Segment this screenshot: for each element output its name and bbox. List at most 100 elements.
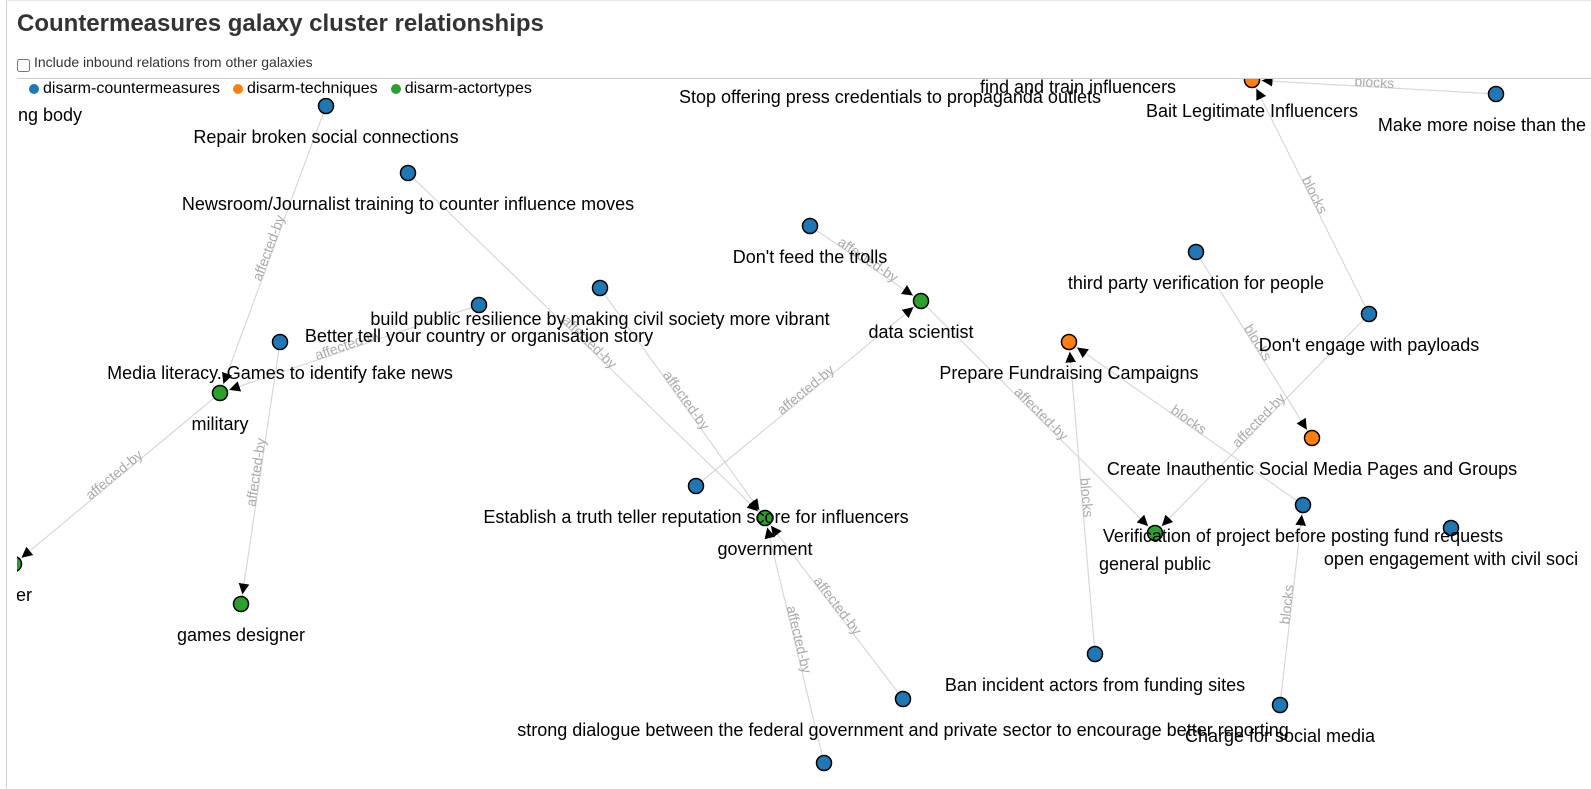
edge-label: blocks: [1299, 173, 1331, 216]
labels-layer: Repair broken social connectionsNewsroom…: [17, 79, 1591, 746]
edge-label: affected-by: [784, 604, 816, 675]
graph-node-technique[interactable]: [1303, 429, 1321, 447]
edge-a1-a4: [920, 300, 1156, 534]
graph-node-technique[interactable]: [1243, 79, 1261, 89]
node-label: government: [717, 539, 812, 559]
legend-item-countermeasures: disarm-countermeasures: [29, 80, 220, 98]
graph-node-countermeasure[interactable]: [1487, 85, 1505, 103]
node-label: find and train influencers: [980, 79, 1176, 97]
node-label: Repair broken social connections: [193, 127, 458, 147]
graph-node-actortype[interactable]: [211, 384, 229, 402]
node-label: open engagement with civil soci: [1324, 549, 1578, 569]
edge-a2-a6: [17, 392, 221, 563]
legend-dot-techniques: [232, 84, 243, 94]
graph-node-countermeasure[interactable]: [801, 217, 819, 235]
node-label: Don't feed the trolls: [733, 247, 888, 267]
node-label: Ban incident actors from funding sites: [945, 675, 1245, 695]
edge-label: blocks: [1354, 79, 1395, 91]
graph-node-actortype[interactable]: [1146, 524, 1164, 542]
graph-node-actortype[interactable]: [17, 556, 23, 572]
legend-dot-actortypes: [390, 84, 401, 94]
edge-label: affected-by: [249, 213, 288, 283]
graph-node-countermeasure[interactable]: [1294, 496, 1312, 514]
page-title: Countermeasures galaxy cluster relations…: [17, 10, 544, 37]
graph-node-countermeasure[interactable]: [1360, 305, 1378, 323]
legend-label-countermeasures: disarm-countermeasures: [43, 80, 220, 97]
graph-node-countermeasure[interactable]: [591, 279, 609, 297]
edge-c13-t2: [1065, 341, 1096, 655]
node-label: Don't engage with payloads: [1259, 335, 1480, 355]
edge-c10-a1: [695, 300, 922, 487]
node-label: Bait Legitimate Influencers: [1146, 101, 1358, 121]
edge-c4-a3: [599, 287, 766, 519]
node-label: Verification of project before posting f…: [1103, 526, 1503, 546]
legend-item-techniques: disarm-techniques: [232, 80, 378, 98]
edge-c3-a1: [809, 225, 922, 302]
graph-node-countermeasure[interactable]: [470, 296, 488, 314]
node-label: Prepare Fundraising Campaigns: [939, 363, 1198, 383]
edge-label: blocks: [1168, 401, 1210, 437]
node-label: build public resilience by making civil …: [370, 309, 829, 329]
edge-c5-a2: [219, 304, 480, 394]
relationship-graph[interactable]: affected-byaffected-byaffected-byaffecte…: [17, 79, 1591, 789]
graph-node-countermeasure[interactable]: [399, 164, 417, 182]
node-label: Create Inauthentic Social Media Pages an…: [1107, 459, 1517, 479]
node-label: Establish a truth teller reputation scor…: [483, 507, 908, 527]
edge-label: blocks: [1077, 477, 1096, 518]
graph-node-countermeasure[interactable]: [815, 754, 833, 772]
graph-node-countermeasure[interactable]: [1086, 645, 1104, 663]
node-label: Make more noise than the dis: [1378, 115, 1591, 135]
page-left-border: [6, 0, 7, 788]
graph-node-countermeasure[interactable]: [317, 97, 335, 115]
edge-label: affected-by: [243, 437, 269, 508]
edge-c11-t2: [1068, 341, 1304, 506]
graph-node-technique[interactable]: [1060, 333, 1078, 351]
edge-label: affected-by: [660, 367, 713, 432]
graph-node-countermeasure[interactable]: [1187, 243, 1205, 261]
edge-c8-t1: [1251, 79, 1370, 315]
graph-node-countermeasure[interactable]: [271, 333, 289, 351]
edge-c16-a3: [764, 517, 825, 764]
node-label: Media literacy. Games to identify fake n…: [107, 363, 453, 383]
graph-legend: disarm-countermeasures disarm-techniques…: [29, 80, 549, 98]
legend-dot-countermeasures: [29, 84, 39, 94]
edge-label: blocks: [1276, 584, 1296, 625]
node-label: third party verification for people: [1068, 273, 1324, 293]
node-label: Stop offering press credentials to propa…: [679, 87, 1101, 107]
legend-label-techniques: disarm-techniques: [246, 80, 378, 97]
inbound-relations-label: Include inbound relations from other gal…: [34, 54, 313, 70]
node-label: military: [192, 414, 249, 434]
graph-node-countermeasure[interactable]: [894, 690, 912, 708]
graph-node-countermeasure[interactable]: [1271, 696, 1289, 714]
graph-node-actortype[interactable]: [232, 595, 250, 613]
node-label: data scientist: [868, 322, 973, 342]
edge-c9-t1: [1251, 79, 1497, 95]
legend-label-actortypes: disarm-actortypes: [404, 80, 532, 97]
edge-c15-c11: [1279, 504, 1307, 706]
node-label: general public: [1099, 554, 1211, 574]
edge-label: affected-by: [1229, 390, 1289, 451]
edge-c2-a3: [407, 172, 766, 519]
edge-label: affected-by: [811, 573, 866, 638]
graph-node-countermeasure[interactable]: [1442, 519, 1460, 537]
node-label: Charge for social media: [1185, 726, 1376, 746]
node-label: games designer: [177, 625, 305, 645]
inbound-relations-checkbox[interactable]: [17, 58, 30, 72]
graph-node-actortype[interactable]: [912, 292, 930, 310]
node-label: Newsroom/Journalist training to counter …: [182, 194, 634, 214]
edge-label: affected-by: [82, 446, 145, 502]
edge-c14-a3: [764, 517, 904, 700]
legend-item-actortypes: disarm-actortypes: [390, 80, 532, 98]
nodes-layer: [17, 79, 1505, 772]
graph-node-countermeasure[interactable]: [687, 477, 705, 495]
edge-c7-t3: [1195, 251, 1313, 439]
edge-label: affected-by: [774, 362, 837, 418]
node-label: ng body: [18, 105, 82, 125]
edge-c8-a4: [1154, 313, 1370, 534]
node-label: oper: [17, 585, 32, 605]
inbound-relations-toggle[interactable]: Include inbound relations from other gal…: [17, 54, 313, 72]
edge-c1-a2: [219, 105, 327, 394]
graph-node-actortype[interactable]: [756, 509, 774, 527]
node-label: strong dialogue between the federal gove…: [517, 720, 1289, 740]
